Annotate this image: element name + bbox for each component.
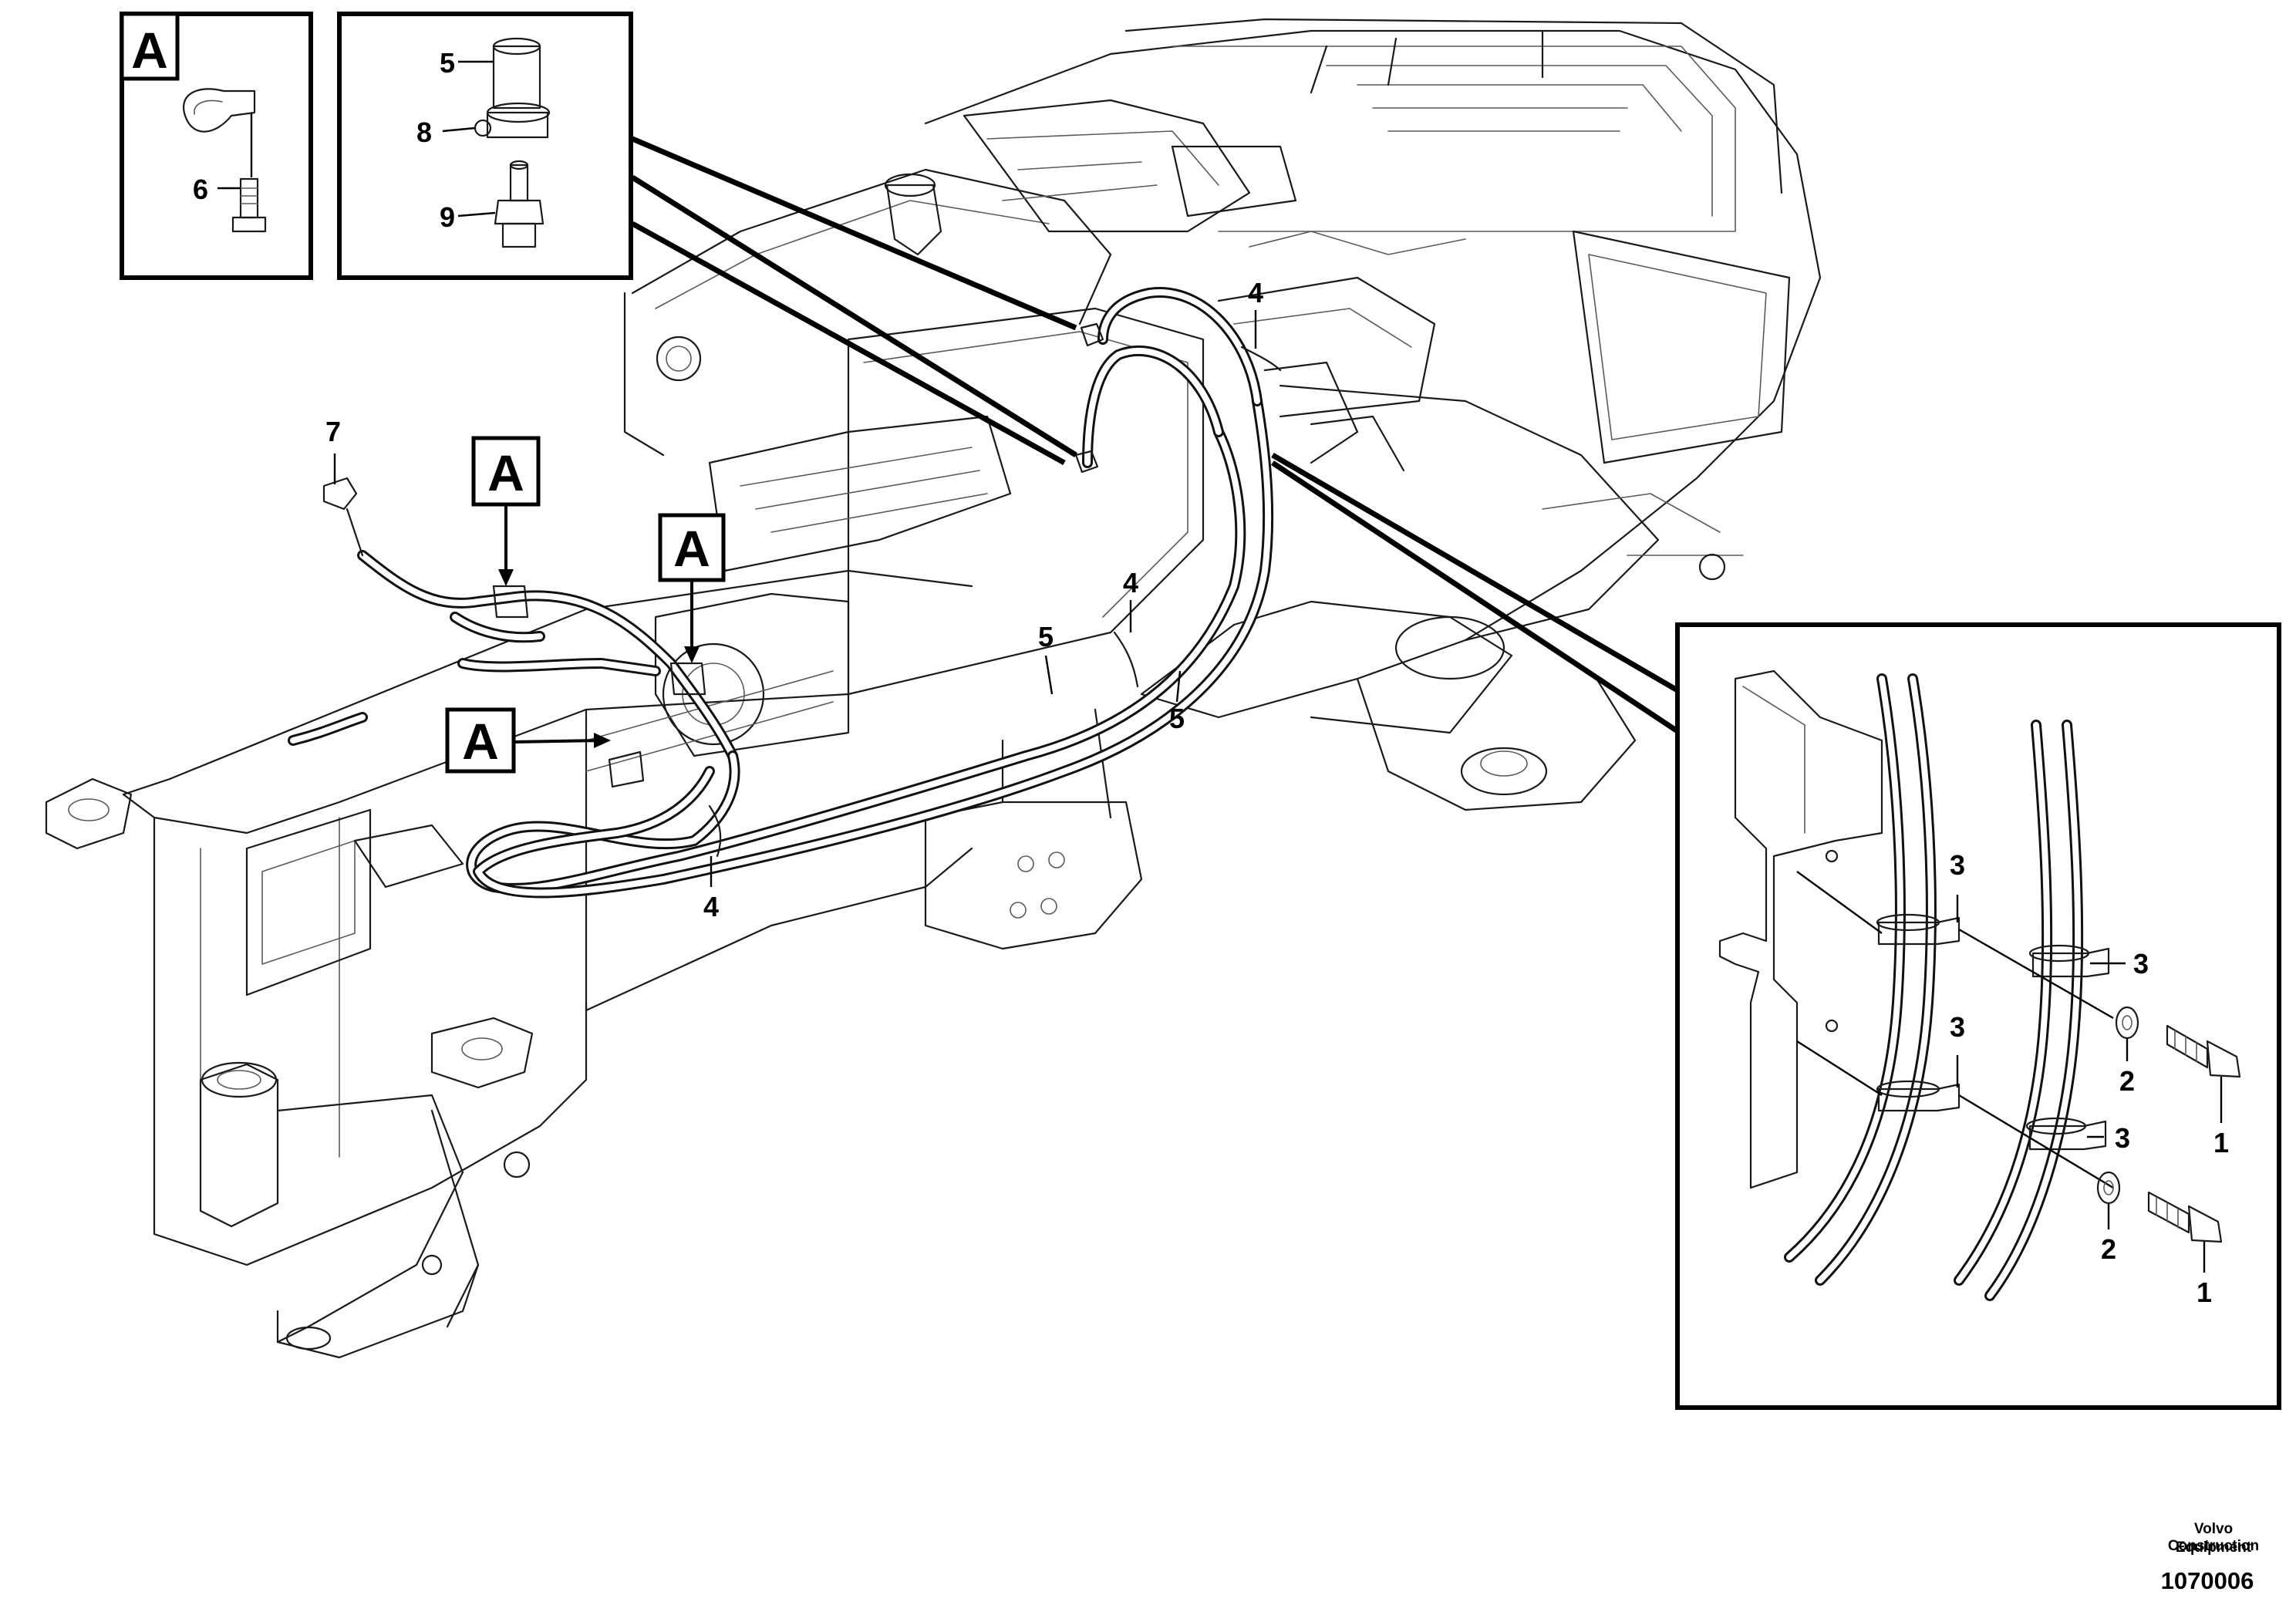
brand-name-line2: Equipment <box>2175 1539 2252 1556</box>
callout-3-upper-right: 3 <box>2133 948 2149 980</box>
callout-8: 8 <box>416 116 432 148</box>
main-callouts: 7 4 4 4 5 5 <box>325 277 1263 922</box>
callout-1-lower: 1 <box>2197 1276 2212 1308</box>
callout-2-lower: 2 <box>2101 1233 2116 1265</box>
drain-hoses <box>288 287 1282 899</box>
ref-a-tag-1: A <box>487 444 524 501</box>
callout-5-middle: 5 <box>1038 621 1054 653</box>
callout-3-upper-left: 3 <box>1950 849 1965 881</box>
callout-5-detail: 5 <box>440 47 455 79</box>
callout-6: 6 <box>193 174 208 205</box>
callout-2-upper: 2 <box>2119 1065 2135 1097</box>
reference-tags: A A A <box>445 436 726 774</box>
callout-9: 9 <box>440 201 455 233</box>
detail-box-mounting: 3 3 3 3 2 2 1 1 <box>1675 622 2281 1410</box>
callout-3-lower-left: 3 <box>1950 1011 1965 1043</box>
callout-3-lower-right: 3 <box>2115 1122 2130 1154</box>
callout-1-upper: 1 <box>2213 1127 2229 1158</box>
detail-leaders-right <box>1271 452 1679 733</box>
illustration-number: 1070006 <box>2160 1567 2254 1594</box>
detail-a-tag: A <box>131 22 168 79</box>
callout-4-middle: 4 <box>1123 567 1138 599</box>
callout-4-top: 4 <box>1248 277 1263 309</box>
ref-a-tag-3: A <box>462 713 499 770</box>
detail-leaders-top <box>631 136 1077 466</box>
brand-name-line1: Volvo Construction <box>2167 1521 2260 1554</box>
callout-7: 7 <box>325 416 341 447</box>
detail-box-fitting: 5 8 9 <box>337 12 633 280</box>
detail-box-a: A 6 <box>120 12 313 280</box>
ref-a-tag-2: A <box>673 520 710 577</box>
callout-5-right: 5 <box>1169 703 1185 734</box>
callout-4-bottom: 4 <box>703 891 719 922</box>
frame-drawing <box>45 18 1822 1359</box>
